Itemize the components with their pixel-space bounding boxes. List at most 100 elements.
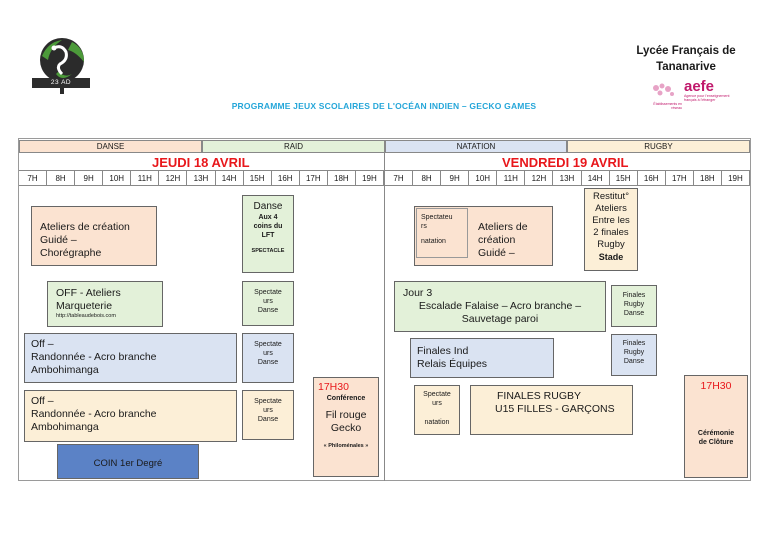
band-raid: RAID bbox=[202, 140, 385, 153]
hour-cell: 19H bbox=[722, 171, 750, 186]
event-text: 2 finales bbox=[593, 227, 629, 238]
event-finales-rugby-danse-2[interactable]: Finales Rugby Danse bbox=[611, 334, 657, 376]
page-title: PROGRAMME JEUX SCOLAIRES DE L'OCÉAN INDI… bbox=[231, 101, 537, 111]
event-text: de Clôture bbox=[698, 439, 734, 446]
event-text: Relais Équipes bbox=[417, 358, 488, 370]
hour-cell: 7H bbox=[19, 171, 48, 186]
event-text: Ambohimanga bbox=[31, 364, 99, 376]
logo-caption: 23 AD bbox=[32, 78, 90, 88]
event-text: Rugby bbox=[597, 239, 625, 250]
event-text: Ateliers bbox=[595, 203, 627, 214]
event-time: 17H30 bbox=[700, 380, 732, 392]
event-text: urs bbox=[263, 407, 273, 414]
event-text: Rugby bbox=[623, 301, 645, 308]
event-text: Finales Ind bbox=[417, 345, 469, 357]
event-text: Jour 3 bbox=[403, 287, 433, 299]
event-restitution[interactable]: Restitut° Ateliers Entre les 2 finales R… bbox=[584, 188, 638, 271]
event-text: Spectate bbox=[254, 341, 282, 348]
event-text: Finales bbox=[622, 292, 646, 299]
hour-cell: 13H bbox=[187, 171, 216, 186]
event-text: Ambohimanga bbox=[31, 421, 99, 433]
hour-cell: 10H bbox=[469, 171, 498, 186]
hour-cell: 8H bbox=[413, 171, 442, 186]
school-line-1: Lycée Français de bbox=[636, 45, 736, 57]
hour-cell: 14H bbox=[582, 171, 610, 186]
event-ateliers-creation-2-text: Ateliers de création Guidé – bbox=[478, 221, 528, 260]
event-spectateurs-natation-2[interactable]: Spectate urs natation bbox=[414, 385, 460, 435]
hour-cell: 17H bbox=[666, 171, 694, 186]
event-spectateurs-danse-2[interactable]: Spectate urs Danse bbox=[242, 333, 294, 383]
event-finales-rugby[interactable]: FINALES RUGBY U15 FILLES - GARÇONS bbox=[470, 385, 633, 435]
event-text: OFF - Ateliers bbox=[56, 287, 121, 299]
event-text: Restitut° bbox=[592, 191, 629, 202]
event-link[interactable]: http://tableaudebois.com bbox=[56, 313, 116, 319]
gecko-games-logo bbox=[40, 38, 84, 94]
hour-cell: 9H bbox=[441, 171, 470, 186]
event-jour-3[interactable]: Jour 3 Escalade Falaise – Acro branche –… bbox=[394, 281, 606, 332]
event-text: SPECTACLE bbox=[251, 248, 285, 254]
hour-cell: 18H bbox=[328, 171, 356, 186]
aefe-brand: aefe bbox=[684, 78, 715, 95]
hour-cell: 9H bbox=[75, 171, 104, 186]
event-text: Danse bbox=[623, 358, 645, 365]
band-natation: NATATION bbox=[385, 140, 567, 153]
event-danse-lft[interactable]: Danse Aux 4 coins du LFT SPECTACLE bbox=[242, 195, 294, 273]
event-text: Marqueterie bbox=[56, 300, 113, 312]
event-text: Escalade Falaise – Acro branche – bbox=[418, 300, 582, 312]
event-text: Conférence bbox=[326, 395, 366, 402]
hour-cell: 15H bbox=[244, 171, 272, 186]
event-conference[interactable]: 17H30 Conférence Fil rouge Gecko « Philo… bbox=[313, 377, 379, 477]
aefe-tagline: Agence pour l'enseignement français à l'… bbox=[684, 94, 730, 103]
event-text: Sauvetage paroi bbox=[461, 313, 539, 325]
event-text: Cérémonie bbox=[697, 430, 735, 437]
event-finales-ind[interactable]: Finales Ind Relais Équipes bbox=[410, 338, 554, 378]
event-text: natation bbox=[424, 419, 450, 426]
event-text: Danse bbox=[623, 310, 645, 317]
event-text: Spectate bbox=[423, 391, 451, 398]
event-text: Ateliers de création bbox=[40, 221, 130, 233]
event-text: COIN 1er Degré bbox=[93, 458, 163, 469]
event-text: U15 FILLES - GARÇONS bbox=[495, 403, 615, 415]
hour-cell: 11H bbox=[131, 171, 160, 186]
hour-cell: 11H bbox=[497, 171, 526, 186]
event-time: 17H30 bbox=[318, 381, 349, 393]
event-spectateurs-danse-1[interactable]: Spectate urs Danse bbox=[242, 281, 294, 326]
event-text: Off – bbox=[31, 338, 54, 350]
hour-cell: 18H bbox=[694, 171, 722, 186]
event-text: Rugby bbox=[623, 349, 645, 356]
event-off-randonnee-1[interactable]: Off – Randonnée - Acro branche Ambohiman… bbox=[24, 333, 237, 383]
event-ceremonie-cloture[interactable]: 17H30 Cérémonie de Clôture bbox=[684, 375, 748, 478]
day-thursday: JEUDI 18 AVRIL bbox=[152, 155, 250, 170]
hour-cell: 16H bbox=[272, 171, 300, 186]
event-spectateurs-danse-3[interactable]: Spectate urs Danse bbox=[242, 390, 294, 440]
event-spectateurs-natation-1[interactable]: Spectateu rs natation bbox=[416, 208, 468, 258]
hour-cell: 15H bbox=[610, 171, 638, 186]
event-text: Danse bbox=[257, 359, 279, 366]
event-text: FINALES RUGBY bbox=[497, 390, 582, 402]
event-coin-1er-degre[interactable]: COIN 1er Degré bbox=[57, 444, 199, 479]
event-text: Randonnée - Acro branche bbox=[31, 351, 157, 363]
aefe-world-icon bbox=[653, 83, 674, 96]
event-text: Danse bbox=[253, 201, 283, 212]
hour-cell: 7H bbox=[385, 171, 414, 186]
event-off-marqueterie[interactable]: OFF - Ateliers Marqueterie http://tablea… bbox=[47, 281, 163, 327]
event-text: Danse bbox=[257, 416, 279, 423]
day-divider bbox=[384, 153, 385, 481]
hour-cell: 12H bbox=[159, 171, 188, 186]
event-text: Spectate bbox=[254, 289, 282, 296]
event-text: « Philoménales » bbox=[323, 443, 369, 449]
event-text: LFT bbox=[261, 232, 275, 239]
hour-cell: 12H bbox=[525, 171, 554, 186]
school-line-2: Tananarive bbox=[656, 61, 716, 73]
event-ateliers-creation[interactable]: Ateliers de création Guidé – Chorégraphe bbox=[31, 206, 157, 266]
event-text: coins du bbox=[253, 223, 283, 230]
event-text: urs bbox=[432, 400, 442, 407]
event-text: Randonnée - Acro branche bbox=[31, 408, 157, 420]
event-text: Fil rouge bbox=[325, 409, 367, 421]
event-off-randonnee-2[interactable]: Off – Randonnée - Acro branche Ambohiman… bbox=[24, 390, 237, 442]
hour-cell: 13H bbox=[553, 171, 582, 186]
hour-cell: 16H bbox=[638, 171, 666, 186]
event-finales-rugby-danse-1[interactable]: Finales Rugby Danse bbox=[611, 285, 657, 327]
event-text: création bbox=[478, 234, 516, 246]
band-danse: DANSE bbox=[19, 140, 202, 153]
